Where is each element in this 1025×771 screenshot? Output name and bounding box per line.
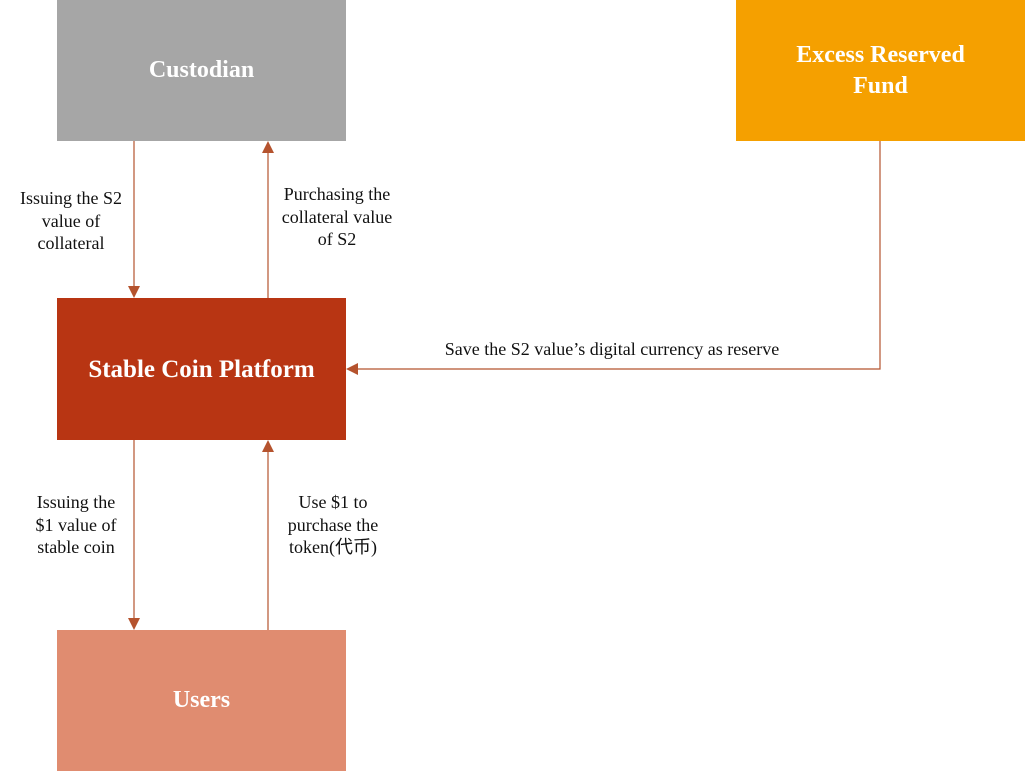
- label-use-1-purchase-token: Use $1 to purchase the token(代币): [287, 492, 379, 557]
- excess-reserved-fund-label: Excess Reserved Fund: [796, 41, 965, 99]
- stable-coin-platform-node: Stable Coin Platform: [57, 298, 346, 440]
- custodian-node: Custodian: [57, 0, 346, 141]
- stable-coin-platform-label: Stable Coin Platform: [88, 355, 315, 383]
- label-purchasing-collateral-s2: Purchasing the collateral value of S2: [281, 184, 393, 249]
- arrow-fund-to-platform: [346, 141, 881, 375]
- label-save-reserve: Save the S2 value’s digital currency as …: [444, 339, 780, 359]
- custodian-label: Custodian: [148, 57, 255, 83]
- excess-reserved-fund-node: Excess Reserved Fund: [736, 0, 1025, 141]
- label-issuing-s2-collateral: Issuing the S2 value of collateral: [19, 188, 122, 253]
- users-node: Users: [57, 630, 346, 771]
- label-issuing-stable-coin: Issuing the $1 value of stable coin: [35, 492, 117, 557]
- users-label: Users: [172, 687, 231, 713]
